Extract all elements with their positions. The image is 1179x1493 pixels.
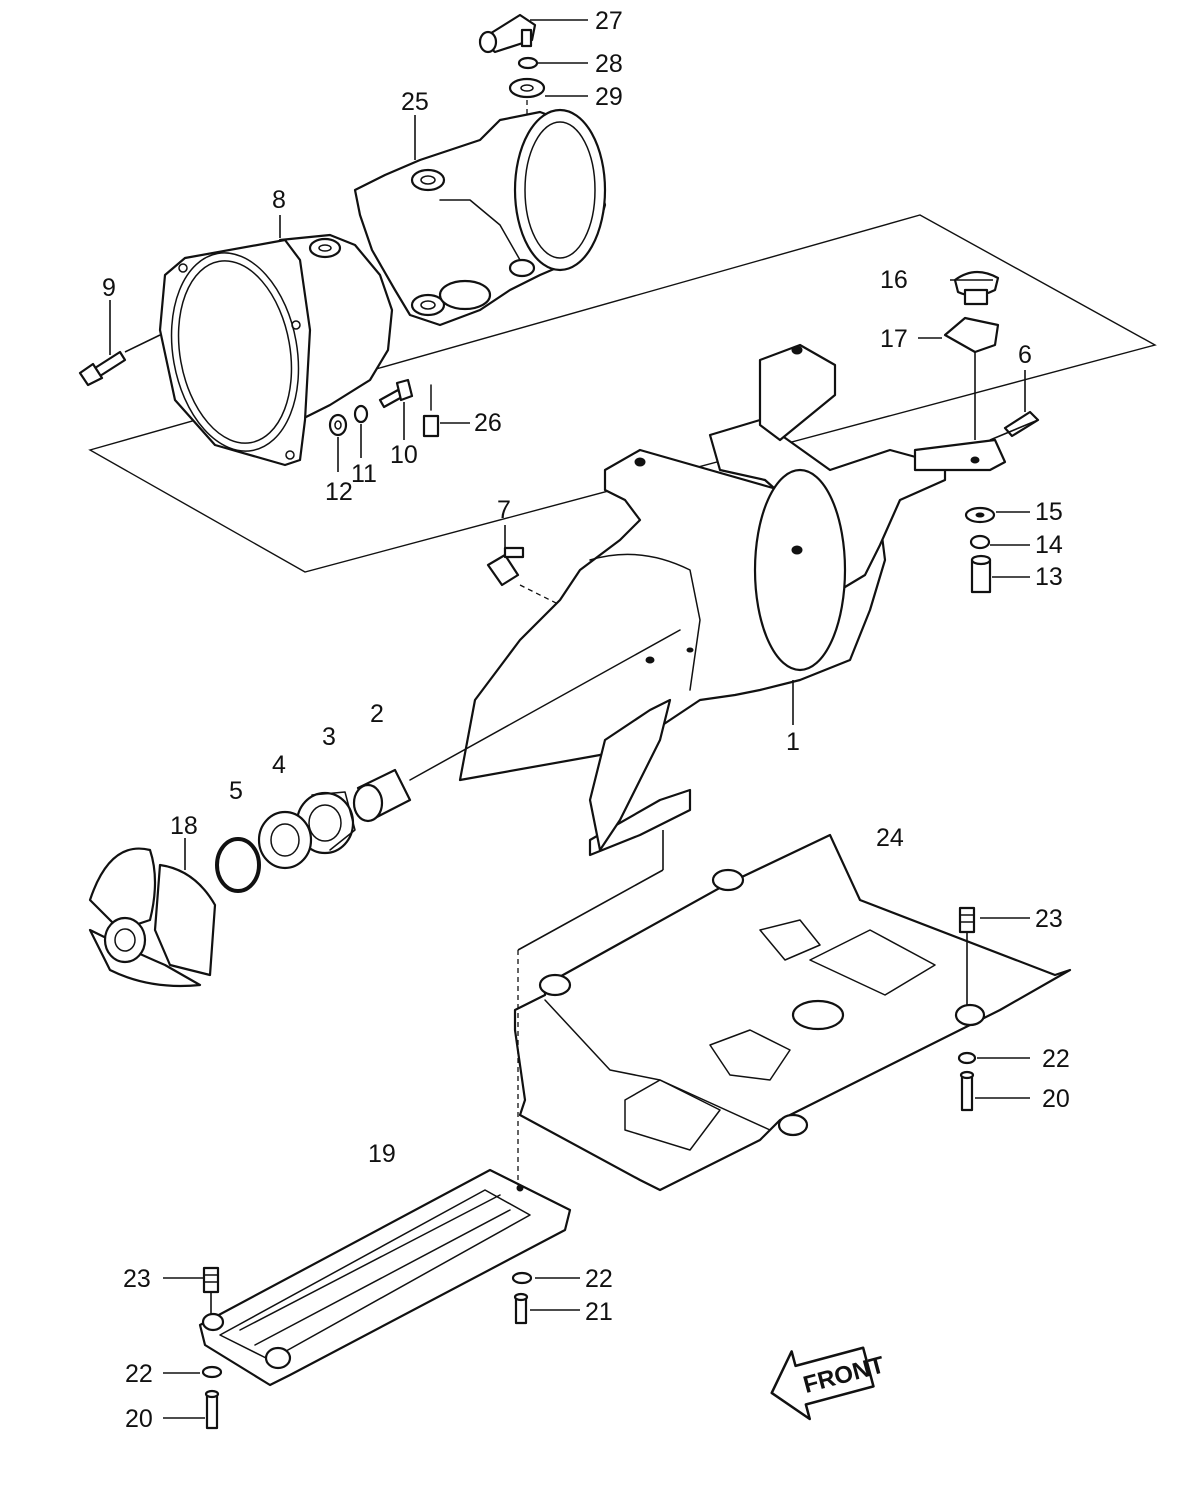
part-24-ride-plate xyxy=(513,833,1072,1192)
part-21-bolt xyxy=(513,1292,529,1325)
callout-6: 6 xyxy=(1018,341,1032,369)
part-23-set-screw-right xyxy=(958,906,976,934)
callout-25: 25 xyxy=(401,88,429,116)
part-20-bolt-left xyxy=(204,1389,220,1430)
callout-22-left: 22 xyxy=(125,1360,153,1388)
part-10-bolt xyxy=(378,378,414,409)
part-5-circlip xyxy=(215,837,261,893)
part-15-washer xyxy=(964,506,996,524)
callout-22-right: 22 xyxy=(1042,1045,1070,1073)
subassembly-frame xyxy=(88,214,1157,573)
callout-23-left: 23 xyxy=(123,1265,151,1293)
callout-17: 17 xyxy=(880,325,908,353)
callout-21: 21 xyxy=(585,1298,613,1326)
part-22-washer-center xyxy=(511,1271,533,1285)
callout-29: 29 xyxy=(595,83,623,111)
callout-7: 7 xyxy=(497,496,511,524)
callout-labels: 27 28 29 25 8 9 16 17 6 26 10 11 12 7 15… xyxy=(102,7,1070,1433)
callout-24: 24 xyxy=(876,824,904,852)
callout-1: 1 xyxy=(786,728,800,756)
callout-16: 16 xyxy=(880,266,908,294)
callout-20-left: 20 xyxy=(125,1405,153,1433)
callout-27: 27 xyxy=(595,7,623,35)
leader-lines xyxy=(109,19,1039,1419)
part-16-grommet xyxy=(953,270,1000,306)
part-27-elbow-fitting xyxy=(478,13,537,54)
callout-5: 5 xyxy=(229,777,243,805)
callout-13: 13 xyxy=(1035,563,1063,591)
callout-3: 3 xyxy=(322,723,336,751)
part-22-washer-left xyxy=(201,1365,223,1379)
part-11-lock-washer xyxy=(353,404,369,424)
part-7-elbow xyxy=(486,546,525,587)
callout-26: 26 xyxy=(474,409,502,437)
part-19-intake-grate xyxy=(198,1168,572,1387)
callout-2: 2 xyxy=(370,700,384,728)
part-4-bearing xyxy=(257,810,313,870)
arrow-left-icon xyxy=(770,1346,875,1421)
part-23-set-screw-left xyxy=(202,1266,220,1294)
callout-14: 14 xyxy=(1035,531,1063,559)
part-12-washer xyxy=(328,413,348,437)
part-2-sleeve xyxy=(352,768,412,823)
callout-12: 12 xyxy=(325,478,353,506)
front-direction-arrow: FRONT xyxy=(770,1346,888,1421)
callout-9: 9 xyxy=(102,274,116,302)
callout-28: 28 xyxy=(595,50,623,78)
part-28-washer xyxy=(517,56,539,70)
part-18-impeller xyxy=(88,847,217,988)
part-26-plug xyxy=(422,384,440,438)
part-20-bolt-right xyxy=(959,1070,975,1112)
part-17-bracket-plate xyxy=(943,316,1000,354)
part-9-bolt xyxy=(78,350,127,387)
part-1-nozzle-body xyxy=(458,343,1007,857)
part-25-pump-case xyxy=(353,108,607,327)
callout-4: 4 xyxy=(272,751,286,779)
guide-line xyxy=(517,869,664,951)
part-14-lock-washer xyxy=(969,534,991,550)
callout-15: 15 xyxy=(1035,498,1063,526)
callout-22-center: 22 xyxy=(585,1265,613,1293)
callout-18: 18 xyxy=(170,812,198,840)
callout-11: 11 xyxy=(351,460,377,488)
callout-10: 10 xyxy=(390,441,418,469)
part-22-washer-right xyxy=(957,1051,977,1065)
part-29-washer xyxy=(508,77,546,99)
centre-axis-line xyxy=(409,629,681,781)
part-13-bolt xyxy=(970,554,992,594)
callout-19: 19 xyxy=(368,1140,396,1168)
guide-line xyxy=(519,584,561,606)
part-8-pump-bowl xyxy=(158,233,394,467)
callout-23-right: 23 xyxy=(1035,905,1063,933)
callout-8: 8 xyxy=(272,186,286,214)
callout-20-right: 20 xyxy=(1042,1085,1070,1113)
